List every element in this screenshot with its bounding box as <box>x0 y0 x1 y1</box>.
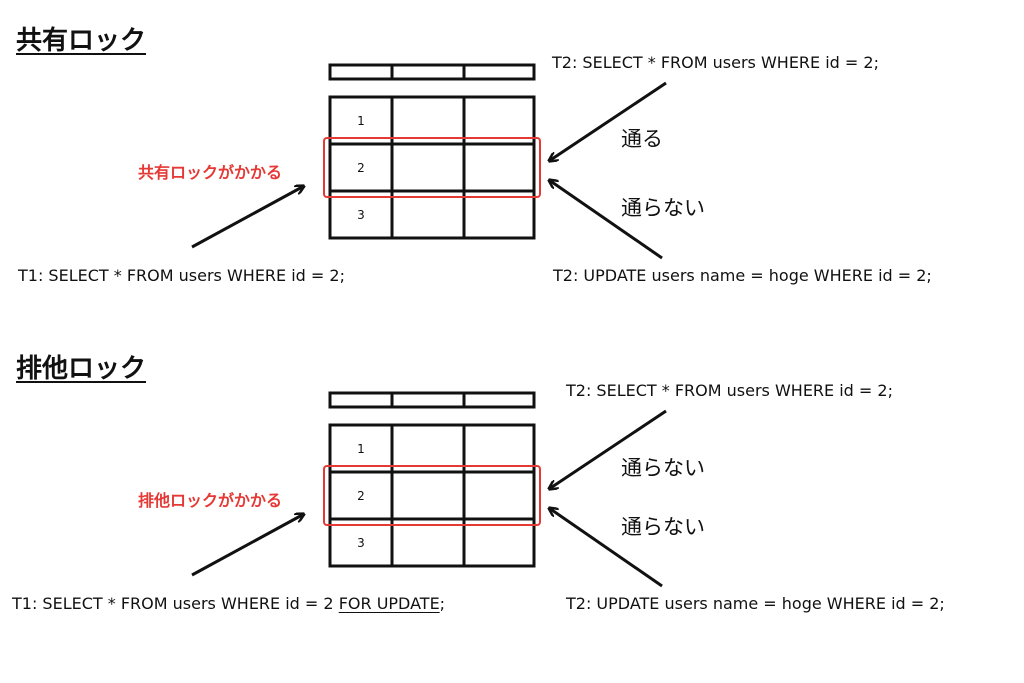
t1-query-terminator: ; <box>439 594 446 613</box>
t1-arrow <box>191 186 304 249</box>
shared-lock-arrows <box>191 81 667 260</box>
locked-row-highlight <box>323 137 541 198</box>
t2-select-arrow <box>549 81 667 161</box>
t1-query-text: T1: SELECT * FROM users WHERE id = 2 <box>12 594 339 613</box>
t2-update-arrow <box>549 180 663 260</box>
row-number: 2 <box>357 161 365 175</box>
exclusive-lock-label: 排他ロックがかかる <box>138 491 283 510</box>
shared-lock-heading: 共有ロック <box>16 26 147 56</box>
row-number: 2 <box>357 489 365 503</box>
row-number: 3 <box>357 208 365 222</box>
for-update-keyword: FOR UPDATE <box>338 594 440 613</box>
locked-row-highlight <box>323 465 541 526</box>
t1-arrow <box>191 514 304 577</box>
row-number: 1 <box>357 442 365 456</box>
shared-t1-query: T1: SELECT * FROM users WHERE id = 2; <box>18 266 345 285</box>
exclusive-t2-update-result: 通らない <box>621 515 705 539</box>
exclusive-lock-heading: 排他ロック <box>16 354 147 384</box>
shared-t2-update-result: 通らない <box>621 196 705 220</box>
exclusive-t1-query: T1: SELECT * FROM users WHERE id = 2 FOR… <box>12 594 445 613</box>
t2-select-arrow <box>549 409 667 489</box>
exclusive-t2-select-query: T2: SELECT * FROM users WHERE id = 2; <box>566 381 893 400</box>
table-header <box>328 391 536 409</box>
row-number: 1 <box>357 114 365 128</box>
table-body <box>328 423 536 568</box>
row-number: 3 <box>357 536 365 550</box>
exclusive-lock-table <box>323 391 541 568</box>
exclusive-lock-arrows <box>191 409 667 588</box>
shared-lock-label: 共有ロックがかかる <box>138 163 283 182</box>
shared-lock-table <box>323 63 541 240</box>
shared-t2-select-result: 通る <box>621 127 663 151</box>
t2-update-arrow <box>549 508 663 588</box>
shared-t2-update-query: T2: UPDATE users name = hoge WHERE id = … <box>553 266 932 285</box>
table-body <box>328 95 536 240</box>
table-header <box>328 63 536 81</box>
shared-t2-select-query: T2: SELECT * FROM users WHERE id = 2; <box>552 53 879 72</box>
exclusive-t2-select-result: 通らない <box>621 456 705 480</box>
exclusive-t2-update-query: T2: UPDATE users name = hoge WHERE id = … <box>566 594 945 613</box>
